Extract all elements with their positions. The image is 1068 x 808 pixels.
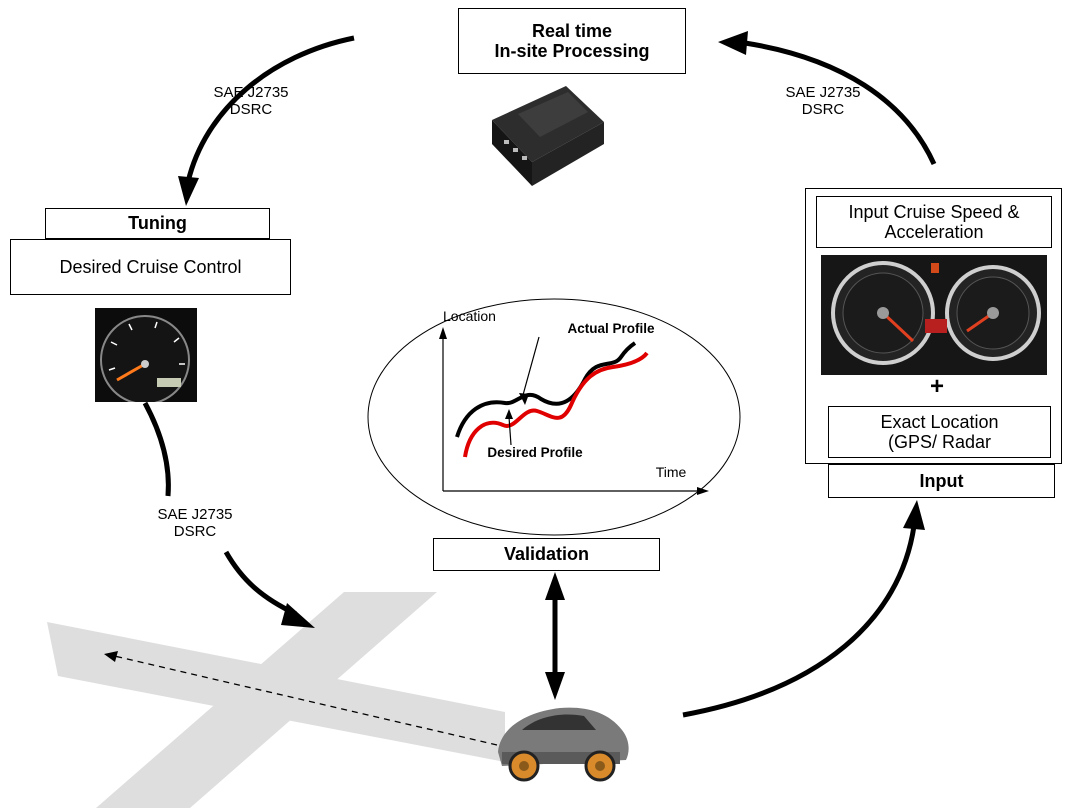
input-footer-box: Input	[828, 464, 1055, 498]
desired-profile-pointer	[508, 416, 512, 446]
arrow-speedometer-to-road	[142, 401, 171, 497]
vehicle-path-dashed	[109, 654, 498, 746]
arrowhead-processing	[718, 31, 748, 55]
actual-profile-label: Actual Profile	[567, 321, 655, 336]
actual-profile-line	[455, 341, 637, 438]
car-image	[498, 707, 629, 782]
dashboard-gauges-image	[821, 255, 1047, 375]
arrow-vehicle-to-input	[682, 525, 917, 718]
validation-footer-box: Validation	[433, 538, 660, 571]
protocol-label-bottom-left: SAE J2735 DSRC	[157, 506, 233, 541]
actual-profile-pointer-head	[519, 393, 529, 405]
road-main-street	[96, 592, 437, 808]
arrow-dsrc-to-road	[223, 550, 298, 617]
exact-location-box: Exact Location (GPS/ Radar	[828, 406, 1051, 458]
arrow-input-to-processing	[744, 40, 937, 166]
x-axis-label: Time	[656, 464, 687, 480]
input-speed-box: Input Cruise Speed & Acceleration	[816, 196, 1052, 248]
arrowhead-validation-up	[545, 572, 565, 600]
vehicle-path-arrowhead	[104, 651, 118, 662]
arrowhead-vehicle-down	[545, 672, 565, 700]
desired-profile-label: Desired Profile	[487, 445, 583, 460]
processing-device-image	[492, 86, 604, 186]
tuning-header-box: Tuning	[45, 208, 270, 239]
protocol-label-top-left: SAE J2735 DSRC	[213, 84, 289, 119]
speedometer-image	[95, 308, 197, 402]
protocol-label-top-right: SAE J2735 DSRC	[785, 84, 861, 119]
desired-cruise-control-box: Desired Cruise Control	[10, 239, 291, 295]
arrowhead-tuning	[178, 176, 199, 206]
desired-profile-line	[463, 351, 649, 458]
x-axis-arrowhead	[697, 487, 709, 495]
arrowhead-input	[903, 500, 925, 530]
arrow-processing-to-tuning	[185, 35, 355, 183]
desired-profile-pointer-head	[505, 409, 513, 419]
plus-sign: +	[929, 373, 944, 400]
arrowhead-road	[281, 603, 315, 628]
processing-box: Real time In-site Processing	[458, 8, 686, 74]
y-axis-label: Location	[443, 308, 496, 324]
y-axis-arrowhead	[439, 327, 447, 339]
actual-profile-pointer	[522, 336, 540, 396]
validation-plot: Location Time Actual Profile Desired Pro…	[367, 298, 741, 536]
